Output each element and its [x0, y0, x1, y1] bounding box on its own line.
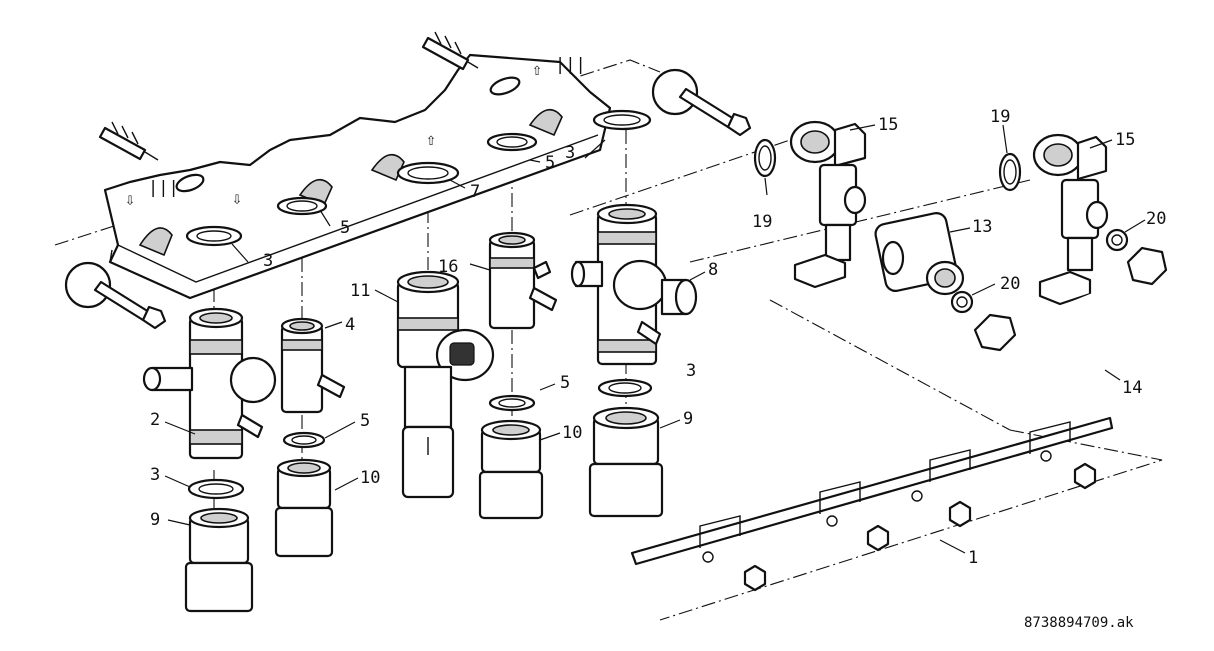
wall-plug-top [421, 31, 479, 71]
union-nut-10-left [274, 458, 334, 558]
seal-rings [185, 109, 1129, 500]
union-nut-9-right [588, 406, 664, 518]
callout-5: 5 [545, 153, 555, 173]
svg-text:|||: ||| [555, 55, 586, 75]
callout-4: 4 [345, 315, 355, 335]
callout-19: 19 [752, 212, 772, 232]
callout-3: 3 [150, 465, 160, 485]
callout-5: 5 [360, 411, 370, 431]
callout-3: 3 [263, 251, 273, 271]
svg-text:⇩: ⇩ [232, 189, 242, 209]
callout-19: 19 [990, 107, 1010, 127]
gas-valve [396, 270, 495, 499]
callout-10: 10 [360, 468, 380, 488]
callout-16: 16 [438, 257, 458, 277]
callout-1: 1 [968, 548, 978, 568]
callout-15: 15 [1115, 130, 1135, 150]
callout-13: 13 [972, 217, 992, 237]
drawing-code: 8738894709.ak [1024, 615, 1134, 631]
callout-10: 10 [562, 423, 582, 443]
svg-text:⇩: ⇩ [125, 190, 135, 210]
callout-20: 20 [1000, 274, 1020, 294]
service-valve-middle [488, 231, 558, 330]
safety-valve [874, 212, 965, 296]
leader-lines [164, 124, 1146, 554]
three-way-valve [142, 307, 277, 460]
callout-labels: 1 2 3 3 3 3 4 5 5 5 5 7 8 9 9 10 10 11 1… [150, 107, 1166, 568]
callout-7: 7 [470, 182, 480, 202]
wall-plug-left [98, 121, 159, 161]
screw-washer-top [651, 68, 752, 137]
callout-5: 5 [560, 373, 570, 393]
svg-text:⇧: ⇧ [426, 130, 436, 150]
mounting-rail [630, 416, 1114, 592]
callout-5: 5 [340, 218, 350, 238]
service-valve-left [280, 317, 346, 414]
callout-9: 9 [683, 409, 693, 429]
screw-washer-left [64, 261, 167, 330]
svg-text:⇧: ⇧ [532, 60, 542, 80]
callout-15: 15 [878, 115, 898, 135]
union-nut-9-left [184, 507, 254, 613]
callout-2: 2 [150, 410, 160, 430]
callout-9: 9 [150, 510, 160, 530]
elbow-connector-right [1032, 133, 1109, 306]
connection-pipe [973, 246, 1168, 408]
callout-14: 14 [1122, 378, 1142, 398]
callout-3: 3 [565, 143, 575, 163]
filling-valve [570, 203, 698, 366]
callout-11: 11 [350, 281, 370, 301]
callout-20: 20 [1146, 209, 1166, 229]
callout-8: 8 [708, 260, 718, 280]
callout-3: 3 [686, 361, 696, 381]
elbow-connector-left [789, 120, 867, 289]
svg-text:|||: ||| [148, 178, 179, 198]
union-nut-10-middle [478, 419, 544, 520]
